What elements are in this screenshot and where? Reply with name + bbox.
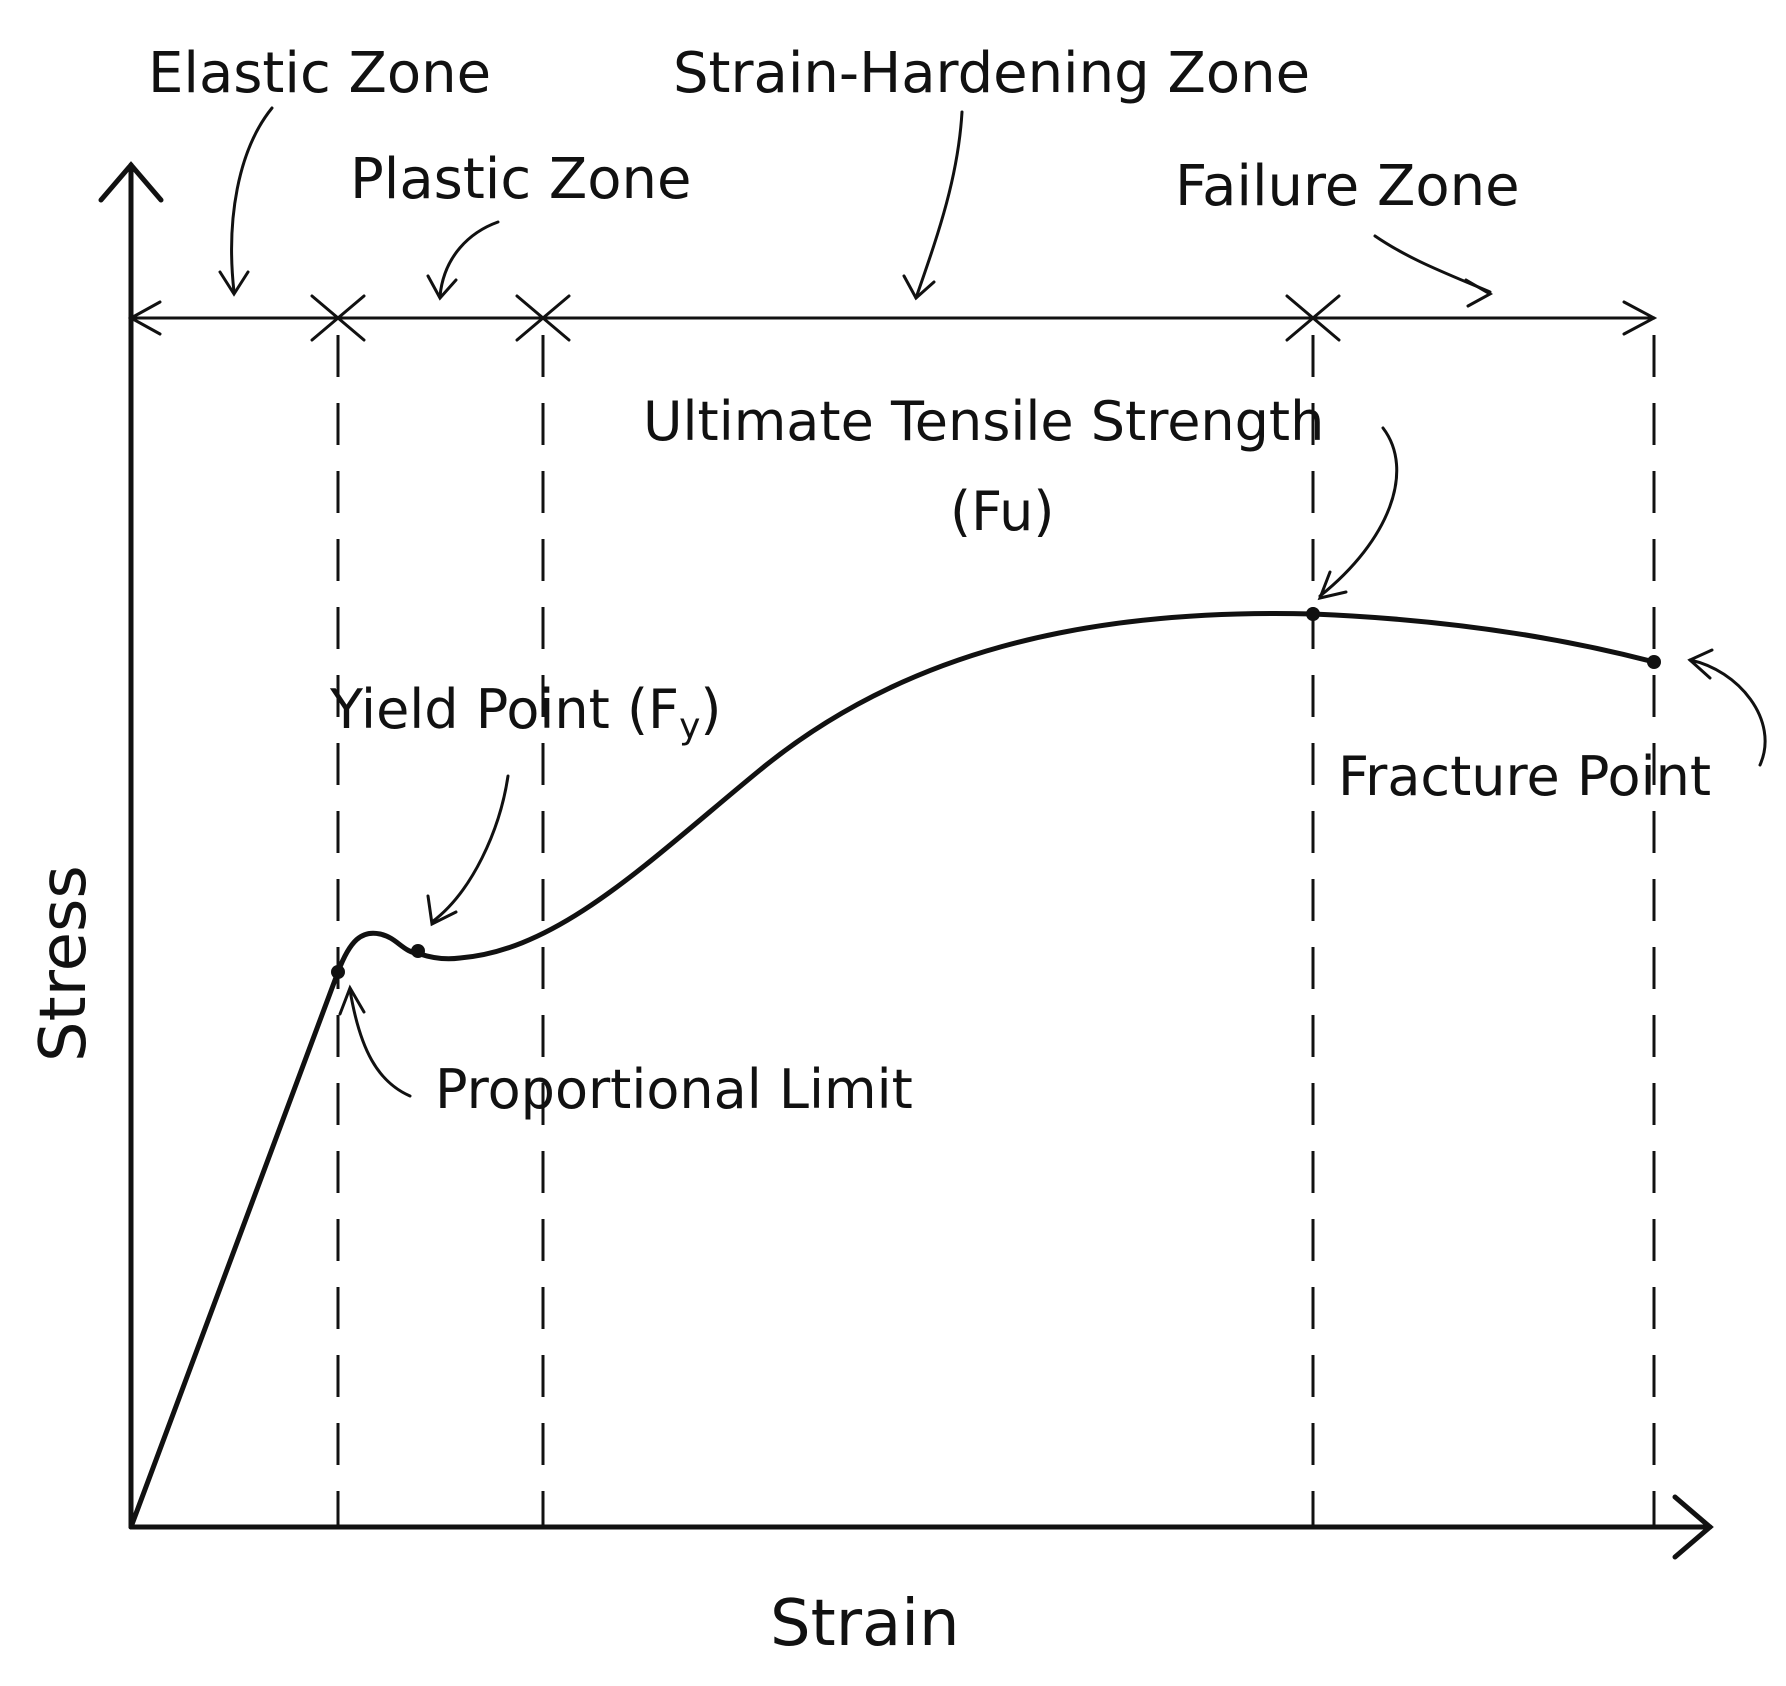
y-axis [98, 161, 164, 1530]
yield-pointer-arrow [430, 774, 510, 924]
plastic-zone-label: Plastic Zone [350, 147, 692, 212]
zone-boundaries [336, 335, 1656, 1527]
elastic-pointer-arrow [230, 106, 274, 294]
uts-pointer-arrow [1318, 426, 1399, 598]
proportional-pointer-arrow [348, 988, 412, 1098]
zone-marker-2 [515, 294, 571, 342]
fracture-point-label: Fracture Point [1338, 745, 1711, 808]
uts-label-line1: Ultimate Tensile Strength [643, 390, 1324, 453]
zone-marker-1 [310, 294, 366, 342]
uts-label-line2: (Fu) [950, 480, 1054, 543]
x-axis [128, 1494, 1714, 1560]
failure-zone-label: Failure Zone [1175, 154, 1520, 219]
key-points [331, 607, 1661, 979]
strain-hardening-pointer-arrow [914, 110, 964, 300]
point-pointers [338, 426, 1767, 1098]
zone-pointers [218, 106, 1494, 308]
yield-point-label-sub: y [679, 706, 700, 747]
elastic-zone-label: Elastic Zone [148, 41, 491, 106]
proportional-limit-point [331, 965, 345, 979]
zone-marker-3 [1285, 294, 1341, 342]
fracture-pointer-arrow [1688, 658, 1767, 767]
yield-point [411, 944, 425, 958]
y-axis-label: Stress [27, 865, 101, 1062]
proportional-limit-label: Proportional Limit [435, 1058, 913, 1121]
fracture-point [1647, 655, 1661, 669]
x-axis-label: Strain [770, 1587, 960, 1661]
strain-hardening-zone-label: Strain-Hardening Zone [673, 41, 1310, 106]
zone-dimension-line [127, 294, 1658, 342]
yield-point-label: Yield Point (Fy) [329, 678, 722, 747]
ultimate-point [1306, 607, 1320, 621]
plastic-pointer-arrow [438, 220, 500, 298]
stress-strain-curve [128, 611, 1657, 1530]
yield-point-label-close: ) [700, 678, 721, 741]
yield-point-label-main: Yield Point (F [329, 678, 679, 741]
